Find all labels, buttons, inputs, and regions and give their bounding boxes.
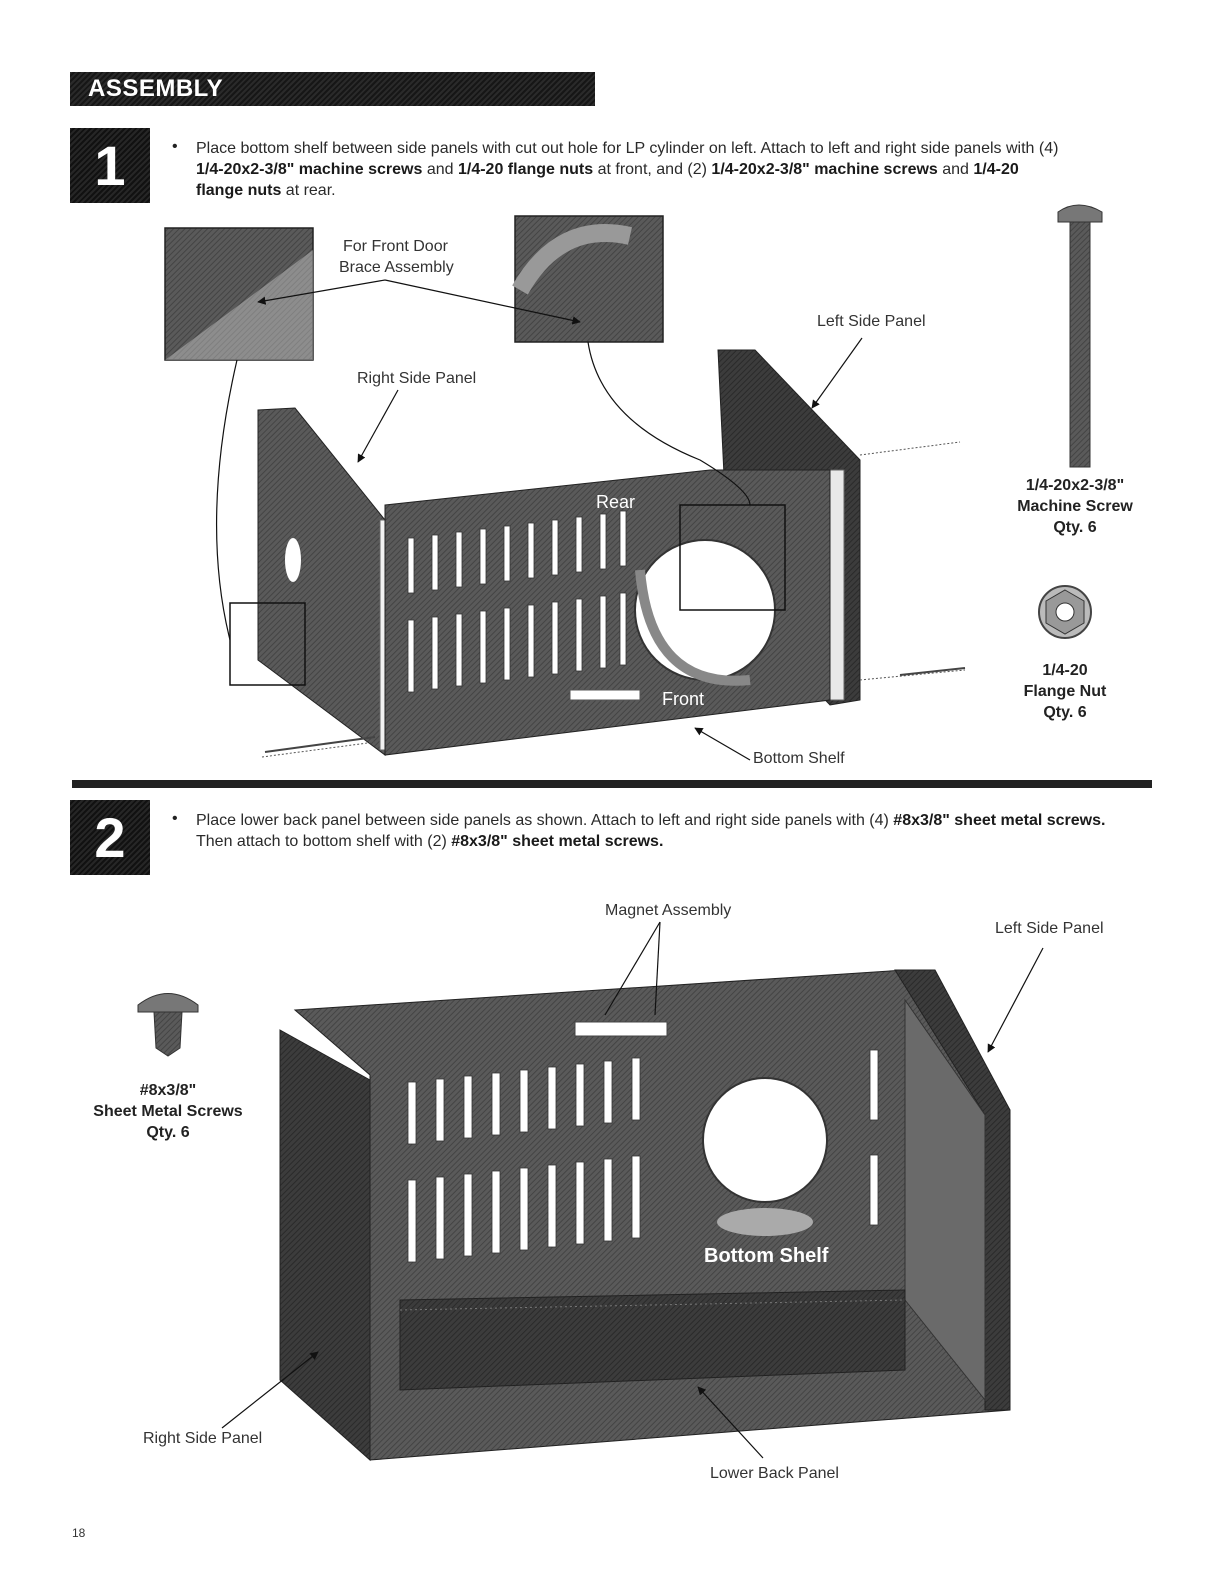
sheet-metal-screw-icon	[137, 993, 199, 1057]
bottom-shelf-label-2: Bottom Shelf	[704, 1245, 829, 1267]
section-header-bar: ASSEMBLY	[70, 72, 595, 106]
front-label: Front	[662, 689, 704, 709]
lower-back-panel	[399, 1289, 906, 1391]
step-1-diagram: Rear Front	[164, 204, 1103, 761]
step-2-bullet: •	[172, 810, 178, 827]
sheet-metal-screw-caption: #8x3/8" Sheet Metal Screws Qty. 6	[93, 1082, 243, 1141]
step-1-line-1: Place bottom shelf between side panels w…	[196, 140, 1059, 157]
step-2-number: 2	[94, 806, 126, 869]
step-1-instructions: Place bottom shelf between side panels w…	[196, 138, 1146, 201]
step-2-line-1: Place lower back panel between side pane…	[196, 812, 1106, 829]
left-side-panel-label: Left Side Panel	[817, 313, 926, 330]
left-side-panel-label-2: Left Side Panel	[995, 920, 1104, 937]
step-divider	[72, 780, 1152, 788]
right-side-panel-label: Right Side Panel	[357, 370, 477, 387]
right-side-panel	[257, 407, 386, 756]
machine-screw-caption: 1/4-20x2-3/8" Machine Screw Qty. 6	[1017, 477, 1133, 536]
front-door-brace-label-1: For Front Door	[343, 238, 448, 255]
detail-inset-front-door-left	[164, 227, 314, 361]
step-1-bullet: •	[172, 138, 178, 155]
rear-label: Rear	[596, 492, 635, 512]
step-2-line-2: Then attach to bottom shelf with (2) #8x…	[196, 833, 664, 850]
machine-screw-icon	[1057, 204, 1103, 468]
front-door-brace-label-2: Brace Assembly	[339, 259, 454, 276]
step-2-instructions: Place lower back panel between side pane…	[196, 810, 1156, 852]
bottom-shelf-label: Bottom Shelf	[753, 750, 845, 767]
step-2-badge: 2	[70, 800, 150, 875]
flange-nut-icon	[1038, 585, 1092, 639]
right-side-panel-label-2: Right Side Panel	[143, 1430, 263, 1447]
section-title: ASSEMBLY	[88, 75, 224, 102]
step-1-badge: 1	[70, 128, 150, 203]
step-1-line-3: flange nuts at rear.	[196, 182, 336, 199]
right-side-panel-2	[279, 1029, 371, 1462]
flange-nut-caption: 1/4-20 Flange Nut Qty. 6	[1023, 662, 1107, 721]
lower-back-panel-label: Lower Back Panel	[710, 1465, 839, 1482]
page-number: 18	[72, 1526, 86, 1540]
magnet-assembly-label: Magnet Assembly	[605, 902, 732, 919]
step-1-number: 1	[94, 134, 126, 197]
step-1-line-2: 1/4-20x2-3/8" machine screws and 1/4-20 …	[196, 161, 1019, 178]
step-2-diagram: Bottom Shelf	[137, 921, 1044, 1462]
